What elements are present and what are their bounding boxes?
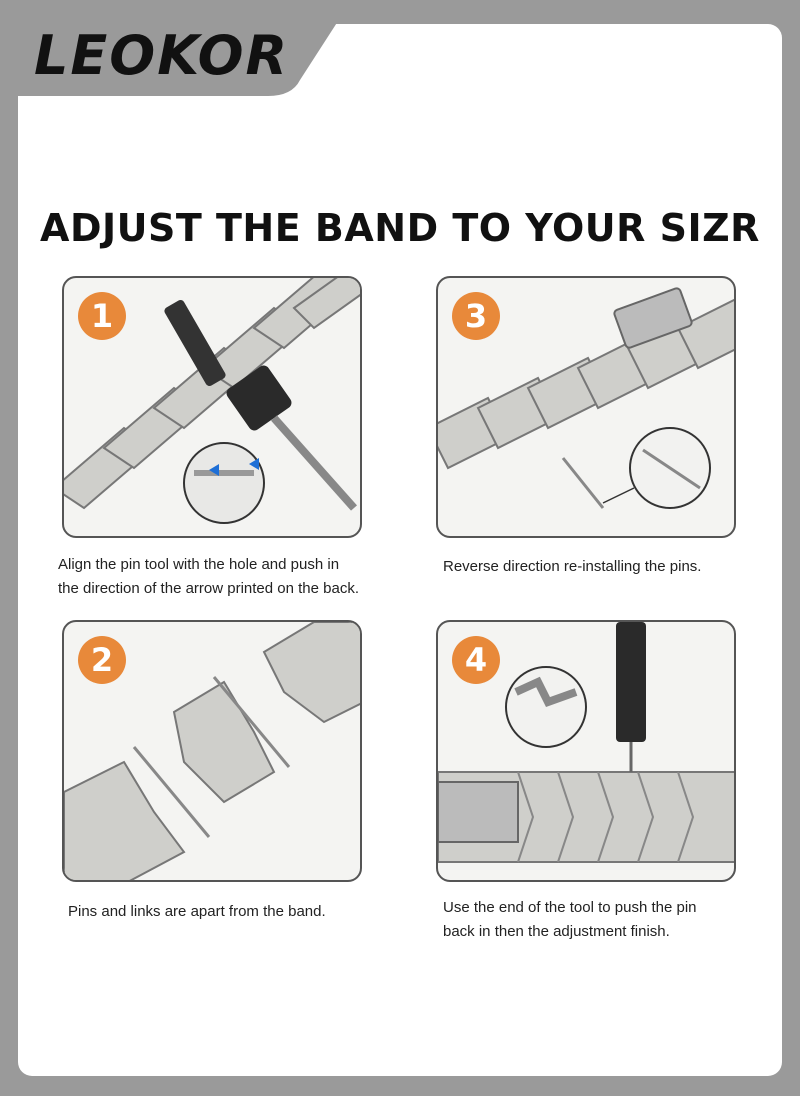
- step-1-panel: 1: [62, 276, 362, 538]
- brand-logo: LEOKOR: [34, 24, 289, 88]
- step-2-caption: Pins and links are apart from the band.: [68, 900, 408, 924]
- content-card: [18, 24, 782, 1076]
- page-title: ADJUST THE BAND TO YOUR SIZR: [40, 206, 760, 250]
- step-3-illustration: [438, 287, 734, 509]
- step-3-caption: Reverse direction re-installing the pins…: [443, 555, 783, 579]
- step-2-badge: 2: [78, 636, 126, 684]
- caption-line: Reverse direction re-installing the pins…: [443, 558, 702, 575]
- brand-logo-text: LEOKOR: [34, 24, 290, 87]
- step-3-badge: 3: [452, 292, 500, 340]
- step-3-panel: 3: [436, 276, 736, 538]
- caption-line: back in then the adjustment finish.: [443, 923, 670, 940]
- step-2-illustration: [64, 622, 360, 880]
- step-4-badge: 4: [452, 636, 500, 684]
- step-1-badge: 1: [78, 292, 126, 340]
- step-4-illustration: [438, 622, 734, 863]
- step-4-panel: 4: [436, 620, 736, 882]
- logo-plate: [0, 0, 375, 96]
- caption-line: Pins and links are apart from the band.: [68, 903, 326, 920]
- step-2-panel: 2: [62, 620, 362, 882]
- caption-line: Align the pin tool with the hole and pus…: [58, 556, 340, 573]
- step-4-caption: Use the end of the tool to push the pin …: [443, 896, 783, 944]
- caption-line: the direction of the arrow printed on th…: [58, 580, 360, 597]
- caption-line: Use the end of the tool to push the pin: [443, 899, 697, 916]
- step-1-caption: Align the pin tool with the hole and pus…: [58, 553, 398, 601]
- step-1-illustration: [64, 278, 360, 524]
